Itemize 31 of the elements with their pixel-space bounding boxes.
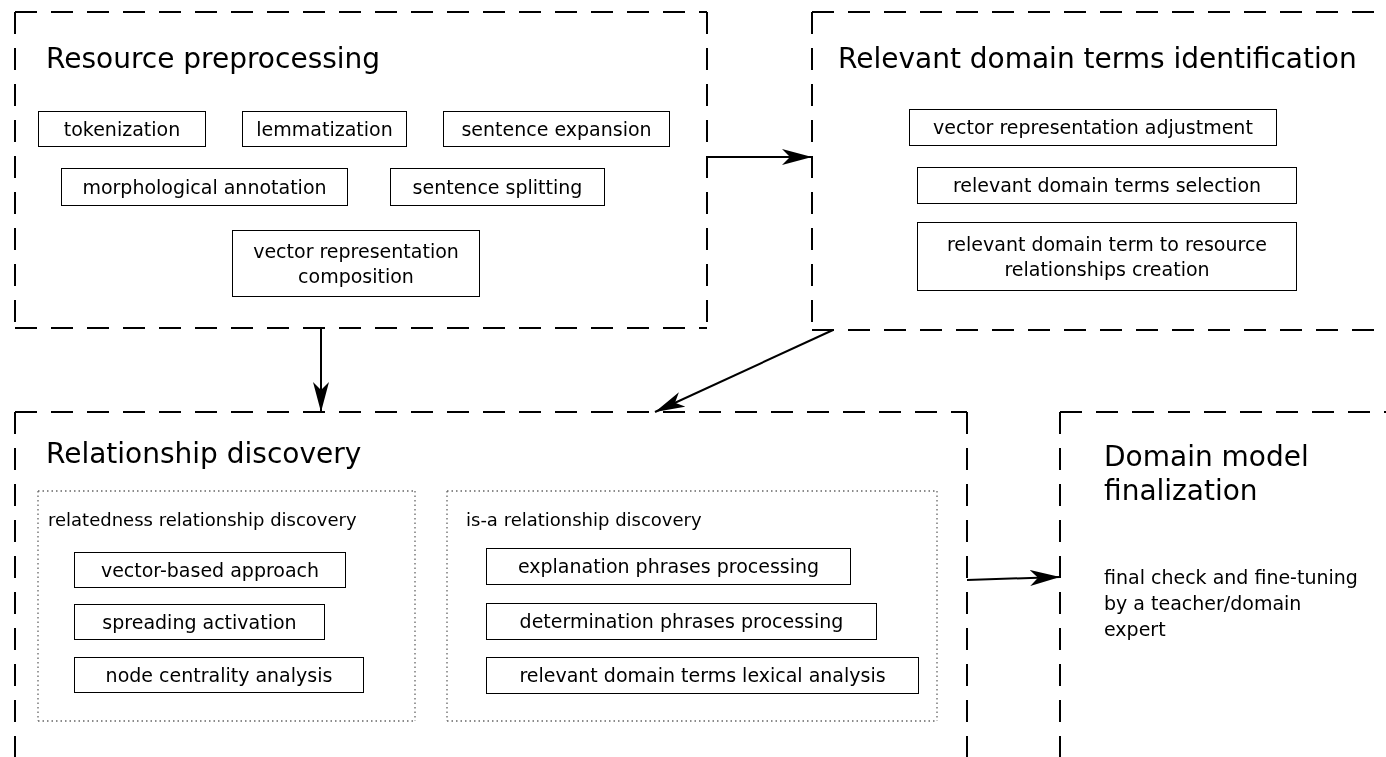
stage-panel — [1060, 412, 1386, 757]
process-box: vector representation composition — [232, 230, 480, 297]
stage-panel — [15, 412, 967, 757]
process-box: relevant domain terms selection — [917, 167, 1297, 204]
process-box: vector-based approach — [74, 552, 346, 588]
stage-title: Resource preprocessing — [46, 42, 381, 76]
stage-title: Relevant domain terms identification — [838, 42, 1357, 76]
process-box: spreading activation — [74, 604, 325, 640]
dotted-group — [447, 491, 937, 721]
process-box: determination phrases processing — [486, 603, 877, 640]
process-box: node centrality analysis — [74, 657, 364, 693]
stage-title: Relationship discovery — [46, 437, 362, 471]
stage-title: Domain model finalization — [1104, 440, 1310, 508]
stage-panel — [15, 12, 707, 328]
stage-description: final check and fine-tuning by a teacher/domain expert — [1104, 565, 1359, 642]
group-title: relatedness relationship discovery — [48, 509, 357, 531]
process-box: relevant domain term to resource relationships creation — [917, 222, 1297, 291]
arrow — [966, 569, 1061, 586]
arrow — [706, 149, 813, 165]
process-box: relevant domain terms lexical analysis — [486, 657, 919, 694]
dotted-group — [38, 491, 415, 721]
process-box: sentence expansion — [443, 111, 670, 147]
group-title: is-a relationship discovery — [466, 509, 702, 531]
process-box: morphological annotation — [61, 168, 348, 206]
process-box: tokenization — [38, 111, 206, 147]
process-box: vector representation adjustment — [909, 109, 1277, 146]
arrow — [313, 327, 329, 413]
arrow — [654, 329, 834, 413]
process-box: sentence splitting — [390, 168, 605, 206]
process-box: lemmatization — [242, 111, 407, 147]
process-box: explanation phrases processing — [486, 548, 851, 585]
